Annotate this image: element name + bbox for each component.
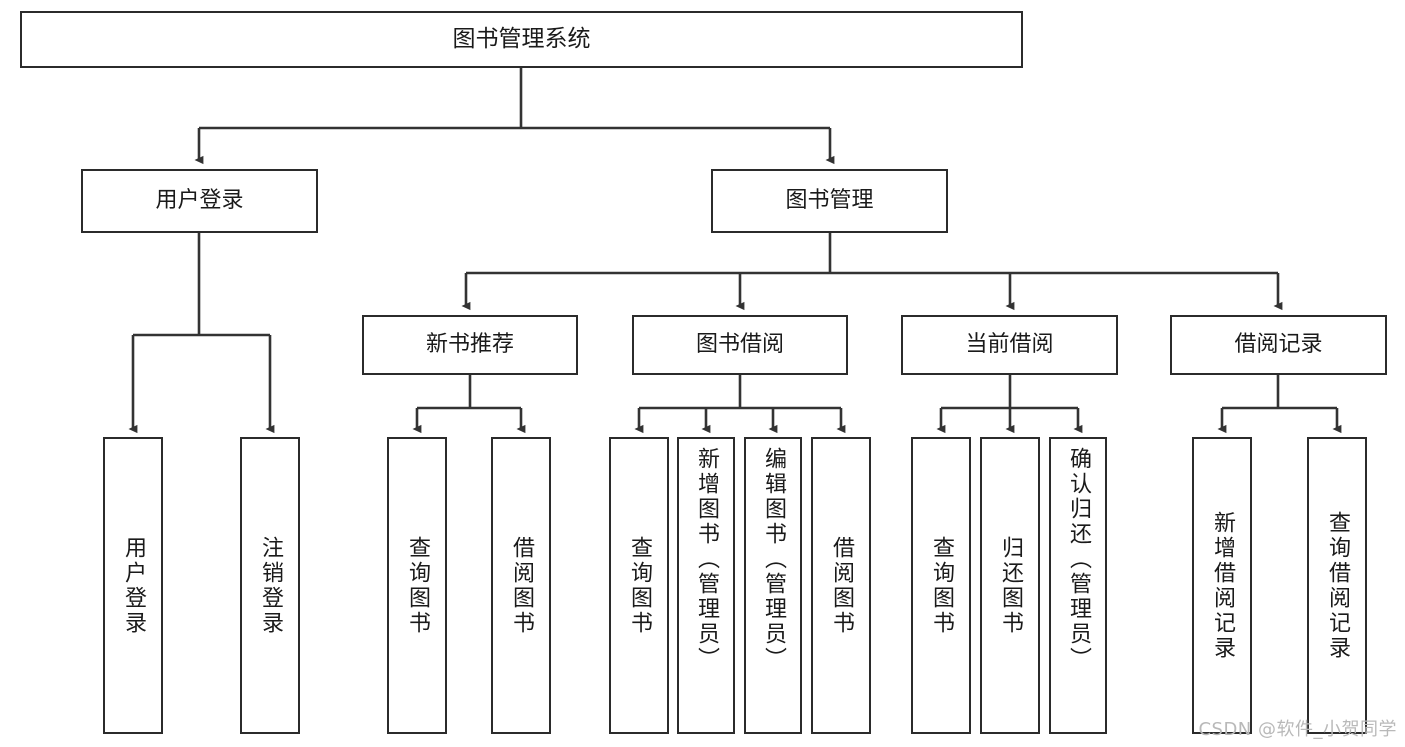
leaf-current-borrow-return[interactable]: 归还图书	[980, 437, 1040, 734]
node-label: 编辑图书（管理员）	[760, 447, 786, 672]
node-new-book-recommend[interactable]: 新书推荐	[362, 315, 578, 375]
leaf-user-login-logout[interactable]: 注销登录	[240, 437, 300, 734]
node-current-borrow[interactable]: 当前借阅	[901, 315, 1118, 375]
node-user-login[interactable]: 用户登录	[81, 169, 318, 233]
node-book-borrow[interactable]: 图书借阅	[632, 315, 848, 375]
leaf-book-borrow-edit[interactable]: 编辑图书（管理员）	[744, 437, 802, 734]
leaf-user-login-login[interactable]: 用户登录	[103, 437, 163, 734]
node-label: 查询图书	[928, 535, 954, 636]
node-label: 借阅图书	[828, 535, 854, 636]
node-label: 图书借阅	[695, 332, 784, 358]
node-label: 用户登录	[120, 535, 146, 636]
node-label: 借阅记录	[1234, 332, 1323, 358]
node-label: 用户登录	[155, 188, 244, 214]
node-label: 查询图书	[404, 535, 430, 636]
leaf-book-borrow-query[interactable]: 查询图书	[609, 437, 669, 734]
node-label: 新增图书（管理员）	[693, 447, 719, 672]
node-label: 借阅图书	[508, 535, 534, 636]
node-label: 新增借阅记录	[1209, 510, 1235, 661]
node-label: 图书管理系统	[452, 25, 591, 52]
node-label: 当前借阅	[965, 332, 1054, 358]
node-borrow-record[interactable]: 借阅记录	[1170, 315, 1387, 375]
node-root-book-management-system[interactable]: 图书管理系统	[20, 11, 1023, 68]
leaf-new-book-query[interactable]: 查询图书	[387, 437, 447, 734]
node-label: 归还图书	[997, 535, 1023, 636]
leaf-current-borrow-confirm-return[interactable]: 确认归还（管理员）	[1049, 437, 1107, 734]
node-book-management[interactable]: 图书管理	[711, 169, 948, 233]
leaf-borrow-record-query[interactable]: 查询借阅记录	[1307, 437, 1367, 734]
node-label: 查询图书	[626, 535, 652, 636]
leaf-new-book-borrow[interactable]: 借阅图书	[491, 437, 551, 734]
node-label: 注销登录	[257, 535, 283, 636]
node-label: 查询借阅记录	[1324, 510, 1350, 661]
leaf-book-borrow-add[interactable]: 新增图书（管理员）	[677, 437, 735, 734]
node-label: 确认归还（管理员）	[1065, 447, 1091, 672]
node-label: 图书管理	[785, 188, 874, 214]
leaf-current-borrow-query[interactable]: 查询图书	[911, 437, 971, 734]
leaf-book-borrow-borrow[interactable]: 借阅图书	[811, 437, 871, 734]
leaf-borrow-record-add[interactable]: 新增借阅记录	[1192, 437, 1252, 734]
node-label: 新书推荐	[425, 332, 514, 358]
